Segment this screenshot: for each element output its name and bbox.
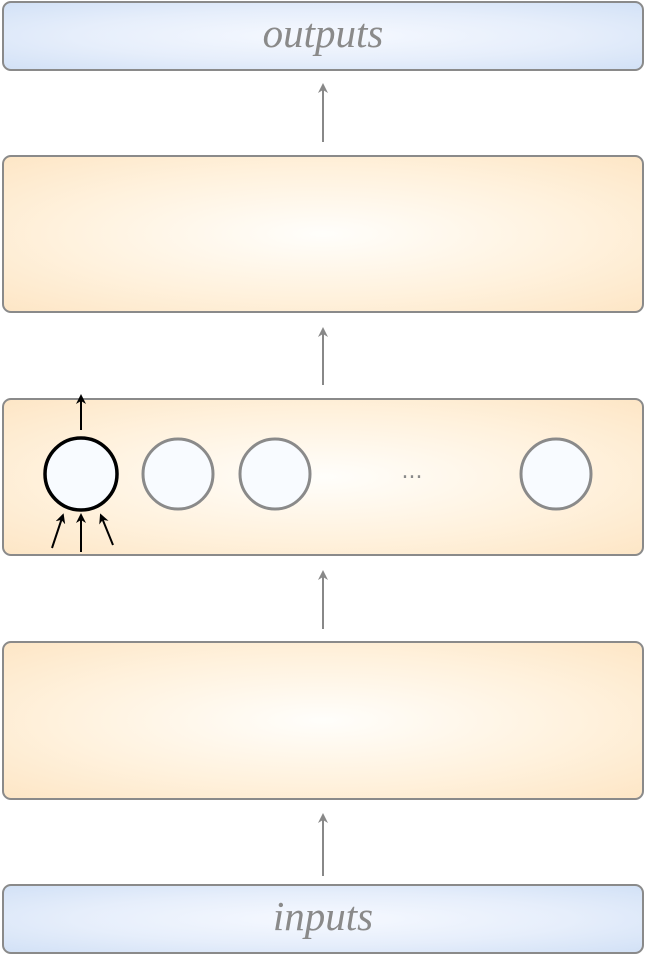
neuron [519, 437, 593, 511]
output-label: outputs [262, 9, 384, 56]
hidden-layer-bottom [2, 641, 644, 800]
input-layer: inputs [2, 884, 644, 954]
output-layer: outputs [2, 1, 644, 71]
neuron-input-arrow-right [99, 513, 114, 546]
highlighted-neuron [43, 436, 119, 512]
neuron [141, 437, 215, 511]
hidden-layer-top [2, 155, 644, 313]
input-label: inputs [272, 892, 374, 939]
neuron [238, 437, 312, 511]
neuron-input-arrow-left [51, 513, 66, 549]
neurons-ellipsis: ... [402, 459, 423, 484]
